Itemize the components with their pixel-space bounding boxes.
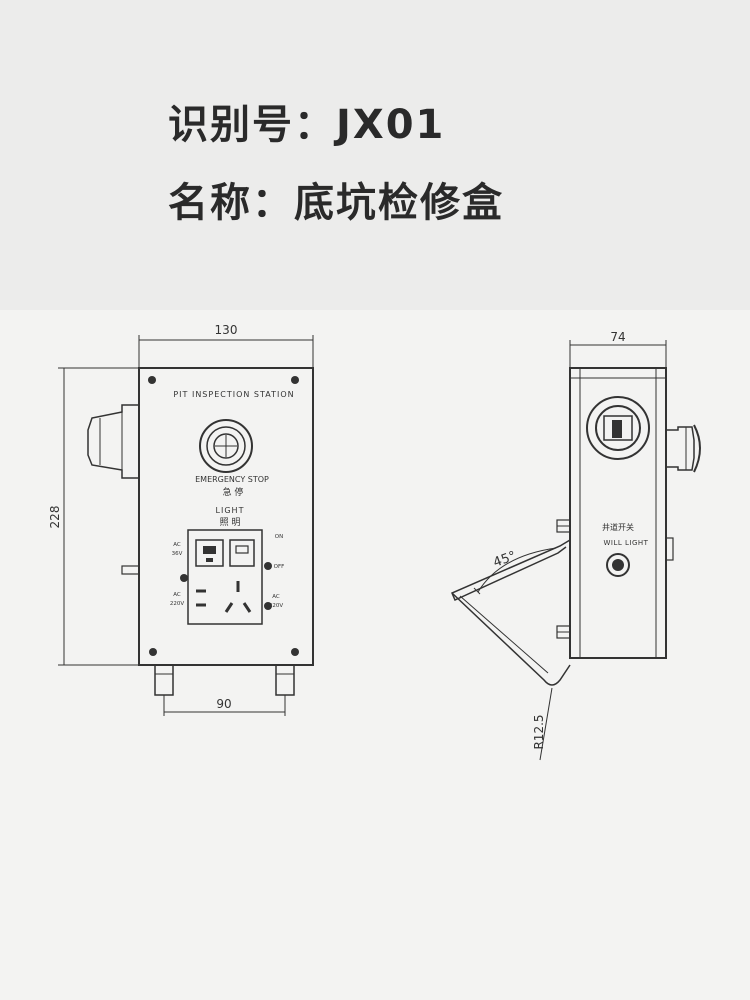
side-box-outline — [569, 367, 667, 659]
emergency-stop-button-icon — [199, 419, 253, 473]
socket-bottom-right-label-2: 220V — [269, 603, 283, 609]
panel-title: PIT INSPECTION STATION — [173, 390, 294, 399]
front-view: 130 228 PIT INSPECTION STATION — [48, 323, 314, 716]
socket-220v-3pin-icon — [224, 581, 252, 613]
screw-icon — [148, 376, 156, 384]
socket-bottom-right-label-1: AC — [272, 594, 280, 600]
socket-top-right-label-a: ON — [275, 534, 283, 540]
socket-36v-icon — [195, 539, 224, 567]
emergency-knob-side — [87, 404, 139, 479]
radius-label: R12.5 — [532, 714, 546, 749]
socket-top-left-label-1: AC — [173, 542, 181, 548]
side-view: 74 井道开关 WILL LIGHT — [451, 330, 701, 761]
id-title: 识别号：JX01 — [168, 102, 446, 148]
light-switch-icon — [229, 539, 255, 567]
mount-foot — [275, 664, 295, 696]
mount-bracket-lower — [451, 592, 571, 686]
screw-icon — [149, 648, 157, 656]
angle-arc — [477, 547, 557, 593]
screw-icon — [291, 648, 299, 656]
dim-height-label: 228 — [48, 506, 62, 529]
well-light-switch-icon — [606, 553, 630, 577]
screw-icon — [264, 562, 272, 570]
stop-label-cn: 急 停 — [223, 486, 244, 498]
socket-bottom-left-label-2: 220V — [170, 601, 184, 607]
dim-width-label: 130 — [215, 323, 238, 337]
radius-leader — [539, 687, 553, 761]
side-switch-lever — [665, 537, 674, 561]
angle-label: 45° — [491, 549, 518, 571]
socket-plate — [187, 529, 263, 625]
switch-label-en: WILL LIGHT — [604, 539, 649, 547]
switch-label-cn: 井道开关 — [602, 522, 634, 532]
mount-foot — [154, 664, 174, 696]
stop-label-en: EMERGENCY STOP — [195, 475, 269, 484]
front-box-outline — [138, 367, 314, 666]
screw-icon — [180, 574, 188, 582]
emergency-stop-button-icon — [586, 396, 650, 460]
screw-icon — [264, 602, 272, 610]
light-label-cn: 照 明 — [220, 517, 241, 528]
side-dim-width-label: 74 — [610, 330, 625, 344]
drawing-background — [0, 310, 750, 1000]
socket-top-right-label-b: OFF — [274, 564, 285, 570]
name-title: 名称：底坑检修盒 — [168, 180, 504, 226]
socket-bottom-left-label-1: AC — [173, 592, 181, 598]
mount-bracket — [451, 539, 571, 602]
side-lever — [121, 565, 140, 575]
socket-top-left-label-2: 36V — [172, 551, 183, 557]
screw-icon — [291, 376, 299, 384]
mushroom-button-icon — [665, 424, 701, 473]
light-label-en: LIGHT — [216, 506, 245, 515]
dim-bottom-label: 90 — [216, 697, 231, 711]
socket-220v-icon — [196, 589, 206, 607]
